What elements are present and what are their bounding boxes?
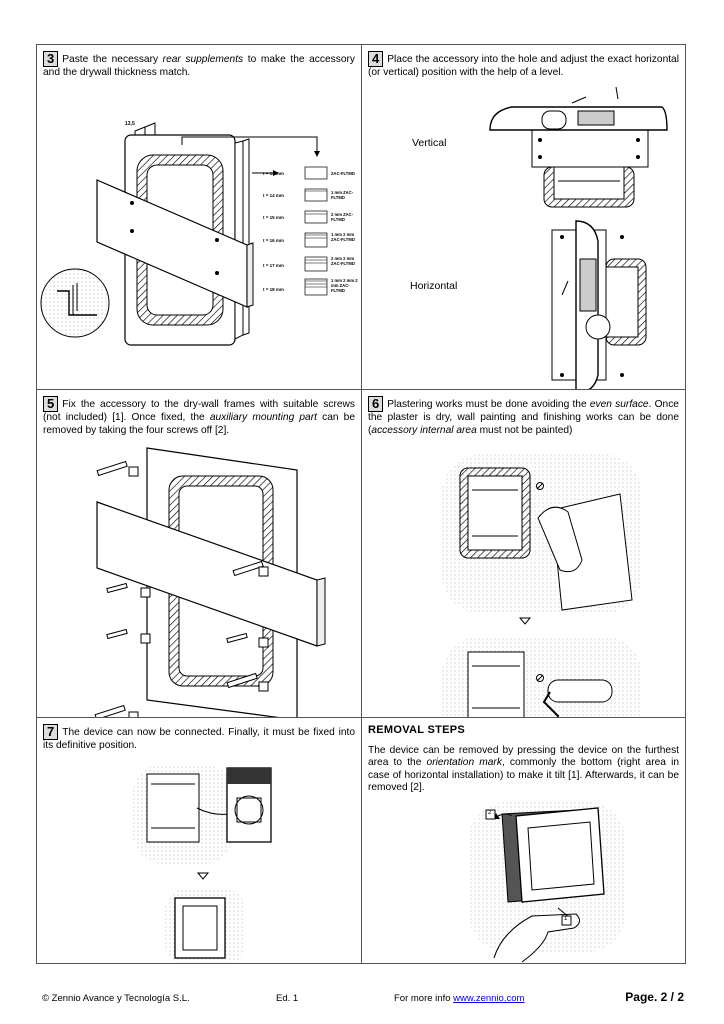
footer-edition: Ed. 1 <box>276 993 299 1004</box>
supplement-swatches <box>304 166 328 296</box>
step-number: 5 <box>43 396 59 412</box>
thickness-label: t = 14 mm <box>263 193 284 198</box>
removal-callout-1: 1 <box>564 916 568 922</box>
level-illustration <box>489 86 668 389</box>
horizontal-label: Horizontal <box>410 280 458 292</box>
vertical-label: Vertical <box>412 137 447 149</box>
device-connection-illustration <box>133 764 272 963</box>
footer-company: © Zennio Avance y Tecnología S.L. <box>42 993 190 1004</box>
removal-body: The device can be removed by pressing th… <box>368 744 680 794</box>
supplement-label: 2 mm 2 mm ZAC-FLTMD <box>331 256 355 266</box>
thickness-label: t = 16 mm <box>263 238 284 243</box>
page-number: Page. 2 / 2 <box>625 990 684 1004</box>
website-link[interactable]: www.zennio.com <box>453 993 525 1004</box>
step-number: 6 <box>368 396 384 412</box>
device-removal-illustration <box>468 802 626 963</box>
removal-text: REMOVAL STEPS The device can be removed … <box>368 724 679 795</box>
thickness-label: t = 13 mm <box>263 171 284 176</box>
screw-fixing-illustration <box>94 447 326 717</box>
corner-thickness-label: 13,5 <box>125 121 135 127</box>
thickness-label: t = 15 mm <box>263 215 284 220</box>
rear-supplements-illustration <box>40 122 320 346</box>
supplement-label: 1 mm ZAC-FLTMD <box>331 190 354 200</box>
thickness-label: t = 17 mm <box>263 263 284 268</box>
supplement-label: 2 mm ZAC-FLTMD <box>331 212 354 222</box>
supplement-label: 1 mm 2 mm ZAC-FLTMD <box>331 232 355 242</box>
supplement-label: 1 mm 2 mm 2 mm ZAC-FLTMD <box>331 278 358 293</box>
plastering-illustration <box>442 454 642 717</box>
removal-callout-2: 2 <box>488 810 492 816</box>
thickness-label: t = 18 mm <box>263 287 284 292</box>
removal-heading: REMOVAL STEPS <box>368 724 466 736</box>
supplement-label: ZAC-FLTMD <box>331 171 355 176</box>
footer-info: For more info www.zennio.com <box>394 993 525 1004</box>
removal-steps-panel: REMOVAL STEPS The device can be removed … <box>361 717 686 964</box>
